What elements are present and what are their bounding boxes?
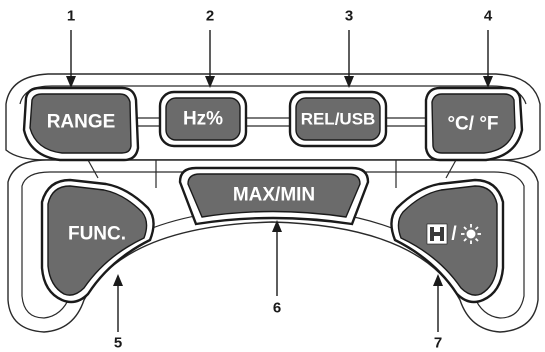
hz-percent-button-label: Hz% — [183, 109, 223, 130]
rel-usb-button[interactable]: REL/USB — [288, 90, 388, 148]
callout-7: 7 — [434, 335, 442, 352]
celsius-fahrenheit-button-label: °C/ °F — [447, 114, 498, 135]
callout-6: 6 — [273, 300, 281, 317]
sun-icon — [461, 224, 481, 244]
func-button[interactable]: FUNC. — [40, 178, 155, 304]
hold-backlight-button[interactable]: / — [390, 178, 505, 304]
hold-backlight-separator: / — [451, 224, 457, 245]
callout-1: 1 — [67, 8, 75, 25]
callout-3: 3 — [345, 8, 353, 25]
max-min-button[interactable]: MAX/MIN — [178, 166, 370, 226]
max-min-button-label: MAX/MIN — [233, 185, 315, 206]
callout-5: 5 — [114, 335, 122, 352]
celsius-fahrenheit-button[interactable]: °C/ °F — [424, 86, 524, 162]
rel-usb-button-label: REL/USB — [301, 110, 376, 129]
hz-percent-button[interactable]: Hz% — [158, 90, 248, 148]
callout-4: 4 — [484, 8, 493, 25]
range-button-label: RANGE — [47, 112, 116, 133]
hold-h-icon — [426, 223, 448, 245]
range-button[interactable]: RANGE — [22, 86, 140, 162]
callout-arrows — [66, 30, 493, 332]
callout-2: 2 — [206, 8, 214, 25]
func-button-label: FUNC. — [68, 224, 126, 245]
